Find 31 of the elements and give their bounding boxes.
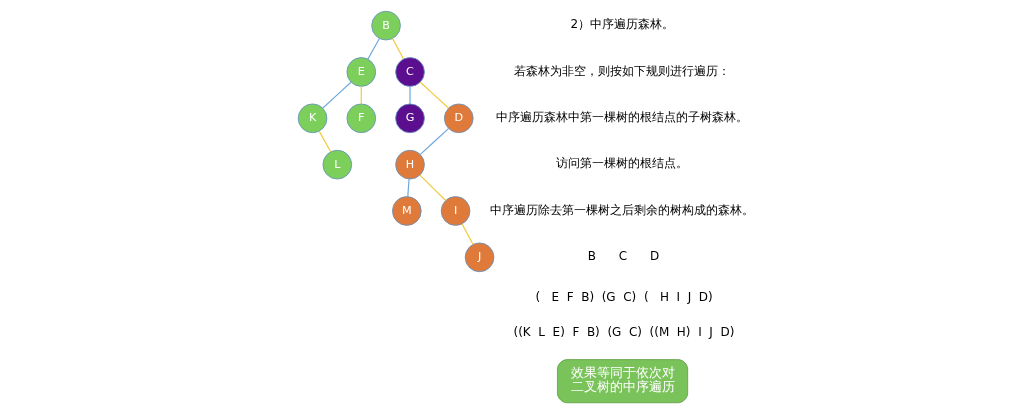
node-circle: D bbox=[444, 103, 474, 134]
node-circle: M bbox=[392, 196, 422, 226]
connector bbox=[419, 81, 450, 109]
connector bbox=[419, 128, 450, 155]
node-circle: I bbox=[440, 196, 471, 226]
label: ((K L E) F B) (G C) ((M H) I J D) bbox=[513, 325, 735, 340]
node-circle: C bbox=[395, 57, 425, 87]
node-circle: B bbox=[371, 10, 401, 41]
node-circle: F bbox=[346, 103, 377, 134]
label: 访问第一棵树的根结点。 bbox=[556, 156, 689, 171]
connector bbox=[392, 38, 405, 60]
label: 若森林为非空，则按如下规则进行遍历： bbox=[514, 63, 731, 78]
node-circle: L bbox=[322, 149, 353, 180]
connector bbox=[322, 81, 352, 109]
label: B C D bbox=[587, 249, 660, 264]
node-circle: J bbox=[464, 242, 495, 273]
label: ( E F B) (G C) ( H I J D) bbox=[535, 289, 713, 304]
connector bbox=[409, 85, 411, 105]
connector bbox=[419, 174, 447, 202]
node-circle: H bbox=[395, 149, 425, 180]
label: 2）中序遍历森林。 bbox=[570, 17, 675, 32]
connector bbox=[318, 130, 332, 153]
node-box: 效果等同于依次对二叉树的中序遍历 bbox=[557, 359, 689, 404]
label: 中序遍历除去第一棵树之后剩余的树构成的森林。 bbox=[490, 202, 755, 217]
node-circle: E bbox=[346, 57, 377, 87]
connector bbox=[407, 178, 410, 198]
label: 中序遍历森林中第一棵树的根结点的子树森林。 bbox=[496, 110, 749, 125]
node-circle: G bbox=[395, 103, 425, 134]
connector bbox=[461, 223, 474, 245]
connector bbox=[367, 37, 381, 60]
node-circle: K bbox=[297, 103, 328, 134]
